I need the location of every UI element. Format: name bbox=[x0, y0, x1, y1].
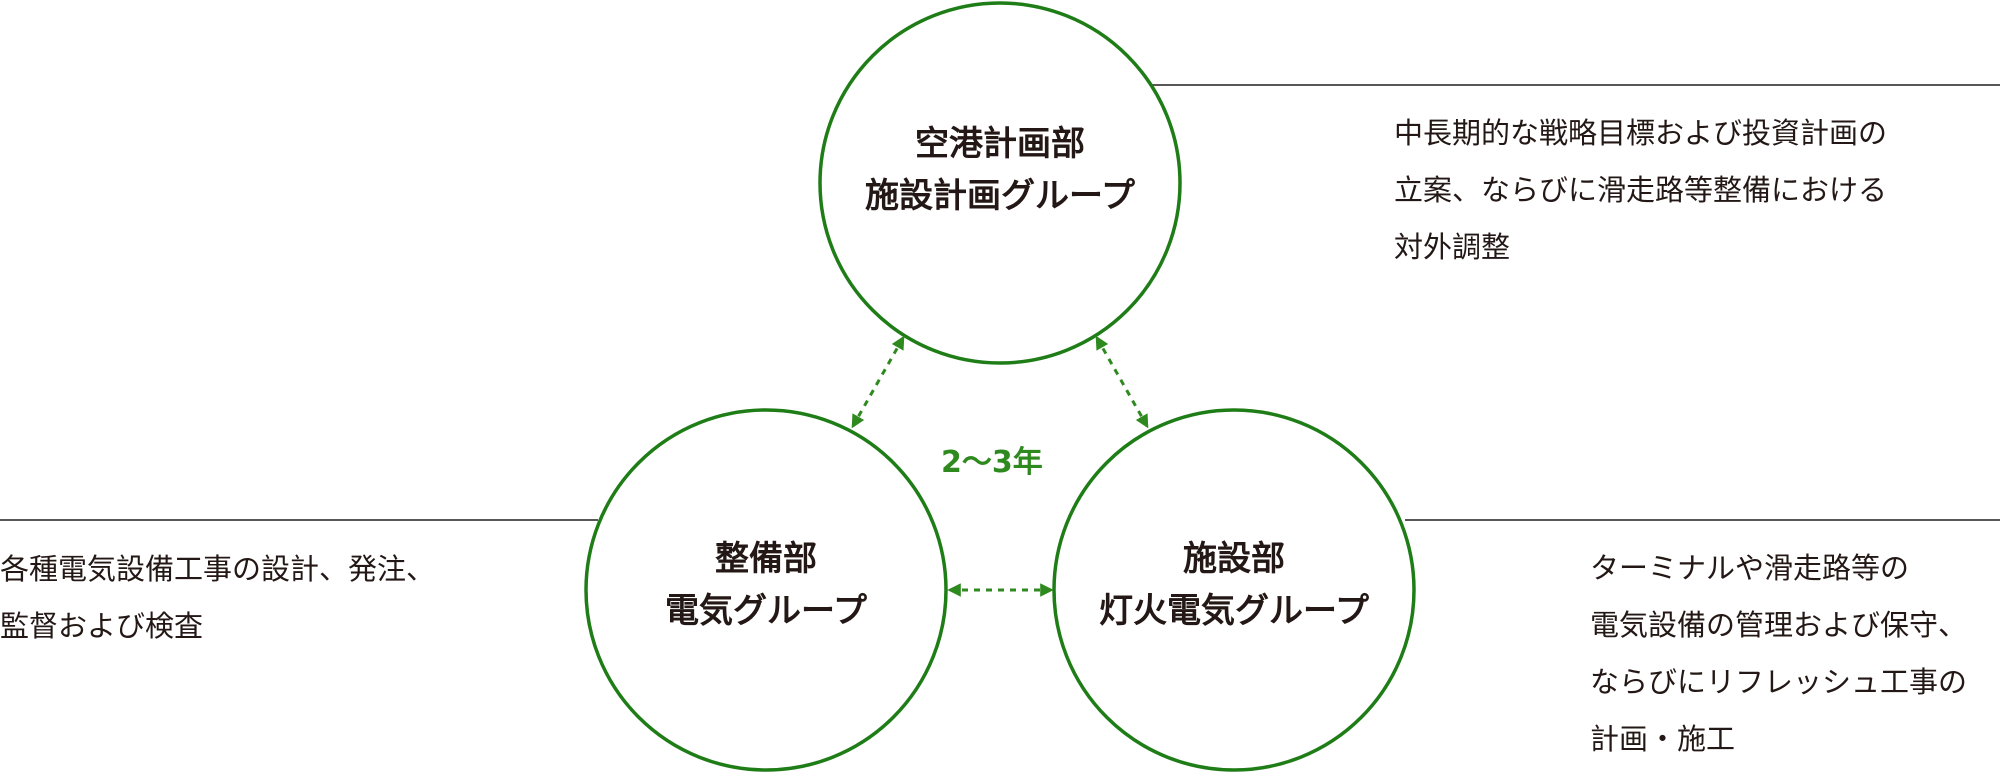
description-top: 中長期的な戦略目標および投資計画の 立案、ならびに滑走路等整備における 対外調整 bbox=[1394, 105, 1887, 276]
description-left: 各種電気設備工事の設計、発注、 監督および検査 bbox=[0, 541, 435, 655]
description-top-line: 立案、ならびに滑走路等整備における bbox=[1394, 173, 1888, 207]
arrow-top-right bbox=[1095, 335, 1149, 429]
node-top-line2: 施設計画グループ bbox=[865, 176, 1135, 216]
node-circle-top bbox=[818, 1, 1182, 365]
description-right-line: ならびにリフレッシュ工事の bbox=[1590, 665, 1968, 699]
description-right-line: 電気設備の管理および保守、 bbox=[1590, 608, 1968, 642]
node-label-left: 整備部 電気グループ bbox=[596, 533, 936, 637]
node-left-line1: 整備部 bbox=[715, 539, 817, 579]
description-right-line: ターミナルや滑走路等の bbox=[1590, 551, 1910, 585]
node-right-line1: 施設部 bbox=[1183, 539, 1285, 579]
node-circle-left bbox=[584, 408, 948, 772]
node-top-line1: 空港計画部 bbox=[915, 124, 1085, 164]
description-top-line: 対外調整 bbox=[1394, 230, 1511, 264]
description-right-line: 計画・施工 bbox=[1590, 722, 1736, 756]
node-right-line2: 灯火電気グループ bbox=[1099, 591, 1369, 631]
node-label-top: 空港計画部 施設計画グループ bbox=[830, 118, 1170, 222]
node-left-line2: 電気グループ bbox=[665, 591, 867, 631]
node-circle-right bbox=[1052, 408, 1416, 772]
description-left-line: 各種電気設備工事の設計、発注、 bbox=[0, 552, 436, 586]
description-right: ターミナルや滑走路等の 電気設備の管理および保守、 ならびにリフレッシュ工事の … bbox=[1590, 540, 1967, 768]
description-top-line: 中長期的な戦略目標および投資計画の bbox=[1394, 116, 1888, 150]
node-label-right: 施設部 灯火電気グループ bbox=[1064, 533, 1404, 637]
description-left-line: 監督および検査 bbox=[0, 609, 204, 643]
arrow-top-left bbox=[851, 335, 905, 429]
rotation-period-label: 2〜3年 bbox=[941, 445, 1043, 480]
